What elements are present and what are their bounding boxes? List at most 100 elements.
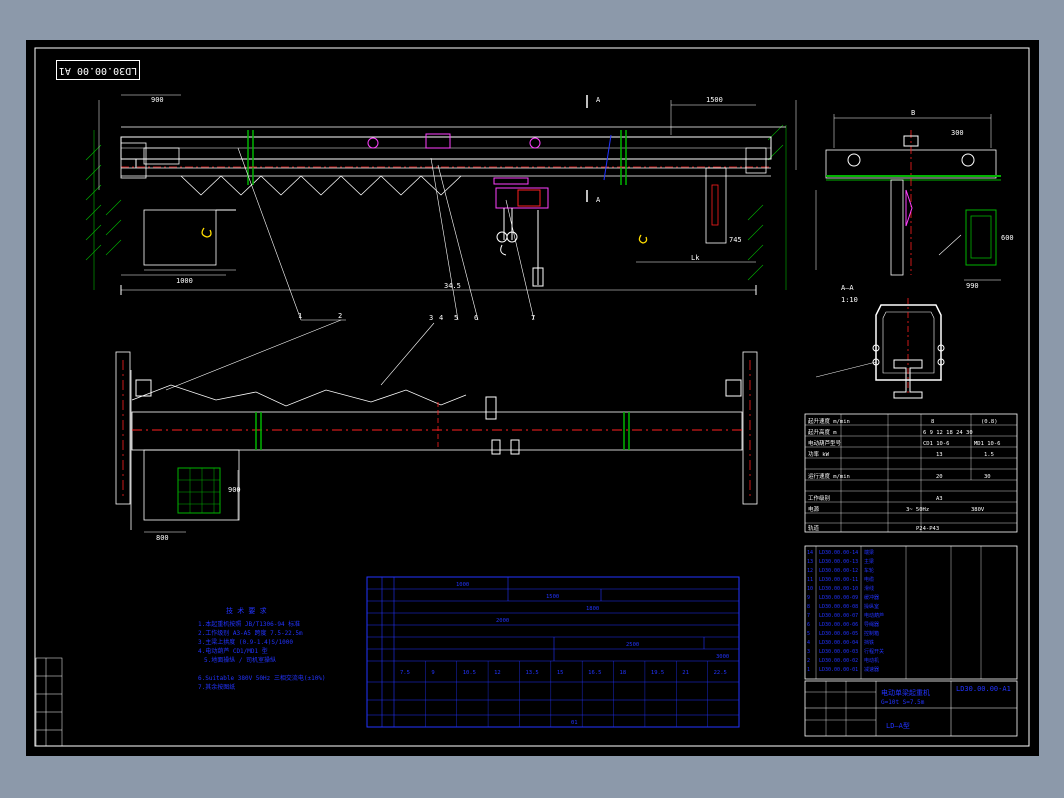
parts-row-name: 电动机 bbox=[864, 657, 879, 664]
splice-marks bbox=[247, 130, 627, 185]
param-length-value: 1000 bbox=[456, 582, 469, 588]
parts-row-name: 车轮 bbox=[864, 567, 874, 574]
section-a-a bbox=[815, 298, 945, 399]
parts-row-no: 2 bbox=[807, 658, 810, 664]
parts-row-name: 电缆 bbox=[864, 576, 874, 583]
parts-row-code: LD30.00.00-11 bbox=[819, 577, 858, 583]
drawing-code-bottom: LD30.00.00-A1 bbox=[956, 685, 1011, 693]
dim-600: 600 bbox=[1001, 234, 1014, 242]
tech-line-6: 6.Suitable 380V 50Hz 三相交流电(±10%) bbox=[198, 674, 326, 682]
revision-block bbox=[35, 657, 63, 747]
tech-line-2: 2.工作级别 A3-A5 跨度 7.5-22.5m bbox=[198, 629, 303, 637]
param-span-header: 7.5 bbox=[400, 670, 410, 676]
parts-row-no: 4 bbox=[807, 640, 810, 646]
parts-row-name: 控制箱 bbox=[864, 630, 879, 637]
param-span-header: 15 bbox=[557, 670, 564, 676]
param-span-header: 18 bbox=[620, 670, 627, 676]
parts-row-no: 5 bbox=[807, 631, 810, 637]
parts-row-code: LD30.00.00-09 bbox=[819, 595, 858, 601]
parts-row-no: 9 bbox=[807, 595, 810, 601]
spec-row-4-v1: 13 bbox=[936, 452, 943, 458]
dim-900: 900 bbox=[151, 96, 164, 104]
callout-5: 5 bbox=[454, 314, 458, 322]
parts-row-name: 操纵室 bbox=[864, 603, 879, 610]
title-sub2: LD—A型 bbox=[886, 721, 910, 730]
parts-row-code: LD30.00.00-03 bbox=[819, 649, 858, 655]
spec-row-7-v2: 380V bbox=[971, 507, 985, 513]
callout-2: 2 bbox=[338, 312, 342, 320]
dim-lk: Lk bbox=[691, 254, 700, 262]
dim-745: 745 bbox=[729, 236, 742, 244]
front-elevation bbox=[85, 94, 962, 321]
callout-4: 4 bbox=[439, 314, 443, 322]
parts-row-no: 6 bbox=[807, 622, 810, 628]
dim-900b: 900 bbox=[228, 486, 241, 494]
callout-6: 6 bbox=[474, 314, 478, 322]
spec-row-3-v2: MD1 10-6 bbox=[974, 441, 1001, 447]
parts-row-no: 7 bbox=[807, 613, 810, 619]
end-beam-right bbox=[742, 351, 758, 505]
spec-row-3-v1: CD1 10-6 bbox=[923, 441, 950, 447]
plan-view bbox=[115, 319, 758, 533]
spec-row-5-v2: 30 bbox=[984, 474, 991, 480]
cabin-plan bbox=[143, 449, 240, 521]
param-length-value: 1800 bbox=[586, 606, 599, 612]
param-table bbox=[366, 576, 740, 728]
param-length-value: 1500 bbox=[546, 594, 559, 600]
girder-plan bbox=[131, 411, 743, 451]
parts-row-code: LD30.00.00-04 bbox=[819, 640, 858, 646]
tech-line-3: 3.主梁上拱度 (0.9-1.4)S/1000 bbox=[198, 638, 293, 646]
wall-hatch-left bbox=[85, 130, 122, 290]
spec-row-1-v2: (0.8) bbox=[981, 419, 998, 425]
parts-row-code: LD30.00.00-12 bbox=[819, 568, 858, 574]
param-span-header: 12 bbox=[494, 670, 501, 676]
spec-row-7-v1: 3~ 50Hz bbox=[906, 507, 929, 513]
spec-row-1-v1: 8 bbox=[931, 419, 934, 425]
dim-990: 990 bbox=[966, 282, 979, 290]
parts-row-code: LD30.00.00-13 bbox=[819, 559, 858, 565]
param-span-header: 22.5 bbox=[714, 670, 727, 676]
param-span-header: 19.5 bbox=[651, 670, 664, 676]
parts-row-no: 13 bbox=[807, 559, 813, 565]
spec-table-text: 起升速度 m/min 8 (0.8) 起升高度 m 6 9 12 18 24 3… bbox=[808, 417, 1001, 532]
parts-list-grid bbox=[804, 545, 1018, 680]
parts-row-code: LD30.00.00-08 bbox=[819, 604, 858, 610]
callout-3: 3 bbox=[429, 314, 433, 322]
tech-line-4: 4.电动葫芦 CD1/MD1 型 bbox=[198, 647, 268, 655]
param-span-header: 16.5 bbox=[588, 670, 601, 676]
parts-row-code: LD30.00.00-06 bbox=[819, 622, 858, 628]
parts-row-name: 电动葫芦 bbox=[864, 612, 884, 619]
spec-table bbox=[804, 413, 1018, 533]
operator-cabin bbox=[143, 209, 217, 266]
title-sub1: G=10t S=7.5m bbox=[881, 699, 925, 706]
end-truck-left bbox=[120, 142, 147, 179]
section-view-label: A—A bbox=[841, 284, 854, 292]
dim-800: 800 bbox=[156, 534, 169, 542]
parts-row-no: 3 bbox=[807, 649, 810, 655]
span-label: 34.5 bbox=[444, 282, 461, 290]
truss bbox=[180, 175, 462, 196]
parts-row-no: 14 bbox=[807, 550, 813, 556]
parts-row-code: LD30.00.00-05 bbox=[819, 631, 858, 637]
spec-row-3-label: 电动葫芦型号 bbox=[808, 439, 842, 447]
callout-1: 1 bbox=[298, 312, 302, 320]
parts-row-code: LD30.00.00-07 bbox=[819, 613, 858, 619]
tech-line-1: 1.本起重机按照 JB/T1306-94 标准 bbox=[198, 620, 300, 628]
title-name: 电动单梁起重机 bbox=[881, 688, 930, 697]
spec-row-7-label: 电源 bbox=[808, 505, 820, 513]
tech-heading: 技 术 要 求 bbox=[226, 606, 267, 615]
spec-row-6-label: 工作级别 bbox=[808, 494, 830, 502]
spec-row-8-v1: P24-P43 bbox=[916, 526, 939, 532]
section-mark-a: A bbox=[596, 96, 601, 104]
parts-row-name: 端梁 bbox=[864, 549, 874, 556]
parts-row-name: 滑线 bbox=[864, 585, 874, 592]
side-view bbox=[815, 114, 1001, 281]
bracing bbox=[131, 384, 467, 407]
tech-line-5: 5.地面操纵 / 司机室操纵 bbox=[204, 656, 276, 664]
parts-row-name: 行程开关 bbox=[864, 648, 884, 655]
drive-motor-left bbox=[143, 147, 180, 165]
parts-row-no: 1 bbox=[807, 667, 810, 673]
parts-row-code: LD30.00.00-14 bbox=[819, 550, 858, 556]
section-scale: 1:10 bbox=[841, 296, 858, 304]
